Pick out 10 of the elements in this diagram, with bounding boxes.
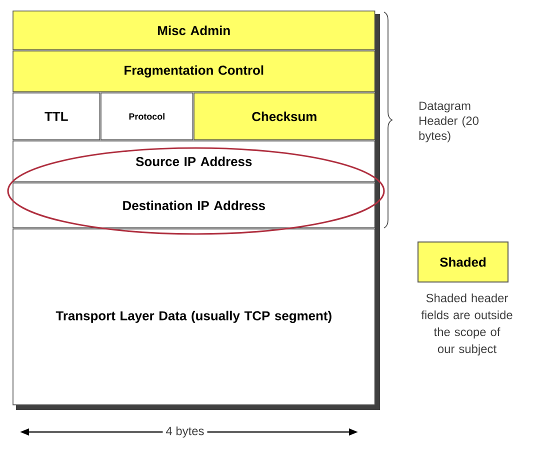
note-text: Shaded header fields are outside the scope of our subject: [421, 294, 512, 356]
brace-label: Datagram Header (20 bytes): [419, 102, 479, 142]
header-field: Destination IP Address: [12, 182, 376, 228]
legend-label: Shaded: [440, 257, 486, 267]
header-field: Protocol: [100, 92, 194, 140]
header-field: Misc Admin: [12, 10, 376, 50]
header-field: Fragmentation Control: [12, 50, 376, 92]
dimension-label: 4 bytes: [162, 423, 208, 441]
header-field: TTL: [12, 92, 100, 140]
header-field: Checksum: [194, 92, 376, 140]
